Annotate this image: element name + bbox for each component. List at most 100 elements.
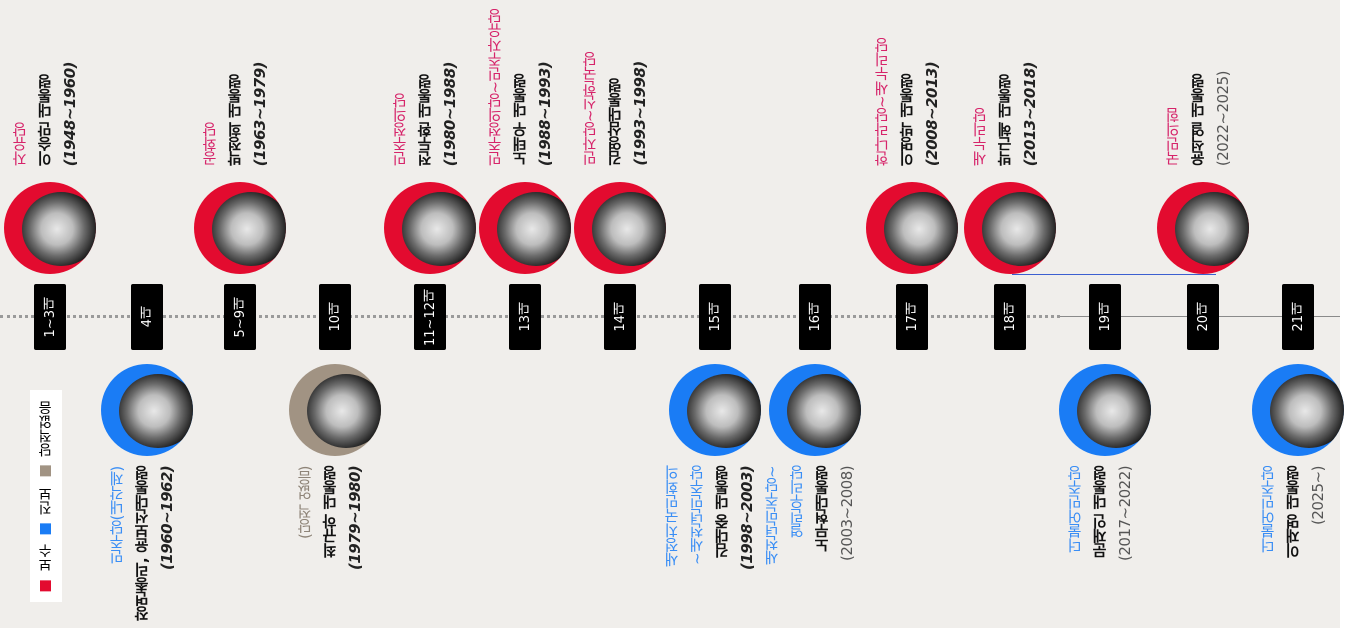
president-label: 더불어민주당 문재인 대통령 (2017~2022) — [1063, 466, 1138, 626]
term-label: 18대 — [1002, 302, 1018, 332]
portrait-photo — [497, 192, 571, 266]
president-label: 민주정의당 전두환 대통령 (1980~1988) — [388, 62, 463, 166]
term-label: 17대 — [904, 302, 920, 332]
president-name: 박근혜 대통령 — [995, 74, 1014, 166]
portrait-photo — [1077, 374, 1151, 448]
portrait-photo — [402, 192, 476, 266]
term-badge: 14대 — [604, 284, 636, 350]
president-label: 새누리당 박근혜 대통령 (2013~2018) — [968, 62, 1043, 166]
president-portrait — [574, 182, 666, 274]
term-badge: 21대 — [1282, 284, 1314, 350]
party-name: 민주당(내각제) — [107, 466, 126, 564]
term-years: (1998~2003) — [738, 466, 756, 571]
party-name: 민주정의당~민주자유당 — [485, 8, 504, 166]
term-years: (2003~2008) — [838, 466, 856, 562]
president-name: 김대중 대통령 — [713, 466, 731, 558]
president-label: 한나라당~새누리당 이명박 대통령 (2008~2013) — [870, 38, 945, 166]
term-badge: 20대 — [1187, 284, 1219, 350]
president-name: 노태우 대통령 — [510, 74, 529, 166]
president-name: 이명박 대통령 — [897, 74, 916, 166]
term-badge: 1~3대 — [34, 284, 66, 350]
term-badge: 16대 — [799, 284, 831, 350]
term-badge: 15대 — [699, 284, 731, 350]
president-name: 이재명 대통령 — [1283, 466, 1302, 558]
party-name: 자유당 — [10, 122, 29, 167]
portrait-photo — [212, 192, 286, 266]
party-name: 새정치국민회의 — [663, 466, 681, 568]
term-badge: 11~12대 — [414, 284, 446, 350]
term-years: (2008~2013) — [922, 61, 941, 166]
term-years: (2013~2018) — [1020, 61, 1039, 166]
president-name: 전두환 대통령 — [415, 74, 434, 166]
portrait-photo — [687, 374, 761, 448]
party-name: 민주정의당 — [390, 93, 409, 167]
party-name: 공화당 — [200, 122, 219, 167]
term-label: 10대 — [327, 302, 343, 332]
president-label: (당적 없음)최규하 대통령(1979~1980) — [293, 466, 368, 626]
president-name: 윤석열 대통령 — [1188, 74, 1207, 166]
legend-label: 당적없음 — [38, 400, 54, 457]
portrait-photo — [119, 374, 193, 448]
president-name: 이승만 대통령 — [35, 74, 54, 166]
president-portrait — [4, 182, 96, 274]
president-label: 새정치국민회의 ~새천년민주당 김대중 대통령 (1998~2003) — [660, 466, 760, 626]
term-badge: 4대 — [131, 284, 163, 350]
term-years: (2022~2025) — [1213, 70, 1232, 166]
term-label: 1~3대 — [42, 296, 58, 338]
legend-label: 진보 — [38, 486, 54, 515]
party-name: 더불어민주당 — [1258, 466, 1277, 553]
term-badge: 19대 — [1089, 284, 1121, 350]
president-name: 노무현대통령 — [813, 466, 831, 553]
term-years: (2017~2022) — [1115, 466, 1134, 562]
president-portrait — [479, 182, 571, 274]
party-name: (당적 없음) — [295, 466, 314, 539]
legend-swatch-conservative — [40, 580, 52, 592]
party-name: 더불어민주당 — [1065, 466, 1084, 553]
term-badge: 17대 — [896, 284, 928, 350]
legend-label: 보수 — [38, 543, 54, 572]
portrait-photo — [982, 192, 1056, 266]
president-portrait — [1157, 182, 1249, 274]
term-badge: 13대 — [509, 284, 541, 350]
portrait-photo — [22, 192, 96, 266]
president-portrait — [866, 182, 958, 274]
legend-item: 진보 — [36, 486, 56, 534]
president-portrait — [669, 364, 761, 456]
president-portrait — [964, 182, 1056, 274]
divider-line — [1012, 274, 1216, 275]
party-name: ~새천년민주당 — [688, 466, 706, 566]
portrait-photo — [307, 374, 381, 448]
president-label: 공화당 박정희 대통령 (1963~1979) — [198, 62, 273, 166]
party-name: 새누리당 — [970, 108, 989, 166]
president-name: 문재인 대통령 — [1090, 466, 1109, 558]
portrait-photo — [884, 192, 958, 266]
party-name: 열린우리당 — [788, 466, 806, 539]
president-name: 박정희 대통령 — [225, 74, 244, 166]
term-label: 11~12대 — [422, 288, 438, 346]
president-name: 장면총리, 윤보선대통령 — [132, 466, 151, 621]
president-portrait — [289, 364, 381, 456]
portrait-photo — [787, 374, 861, 448]
term-label: 21대 — [1290, 302, 1306, 332]
term-label: 15대 — [707, 302, 723, 332]
party-name: 민자당~신한국당 — [580, 52, 599, 166]
party-name: 한나라당~새누리당 — [872, 37, 891, 166]
president-portrait — [384, 182, 476, 274]
president-portrait — [1059, 364, 1151, 456]
term-years: (1993~1998) — [630, 61, 649, 166]
legend-item: 보수 — [36, 543, 56, 592]
president-portrait — [194, 182, 286, 274]
term-years: (1979~1980) — [345, 466, 364, 571]
term-years: (1948~1960) — [60, 61, 79, 166]
term-years: (1980~1988) — [440, 61, 459, 166]
legend: 보수 진보 당적없음 — [30, 390, 62, 602]
term-years: (1963~1979) — [250, 61, 269, 166]
term-label: 20대 — [1195, 302, 1211, 332]
term-label: 19대 — [1097, 302, 1113, 332]
